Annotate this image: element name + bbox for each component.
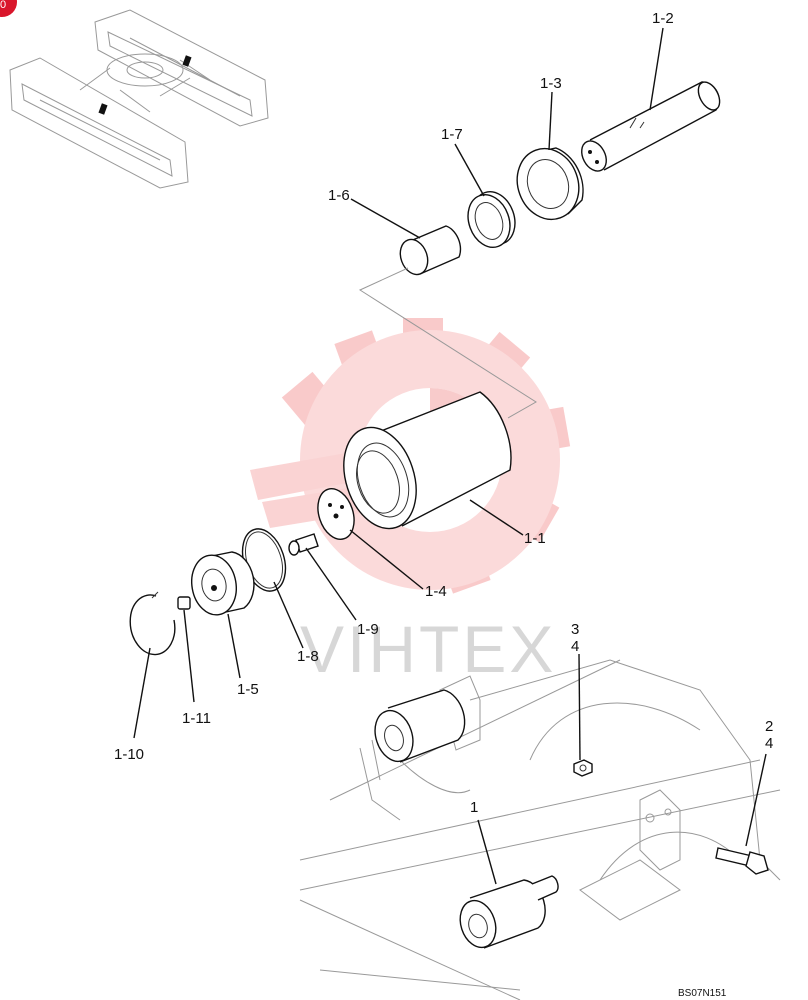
frame-assembly <box>299 659 781 1000</box>
label-2: 2 <box>765 718 773 735</box>
undercarriage-thumbnail <box>9 9 269 189</box>
label-1-9: 1-9 <box>357 621 379 638</box>
label-1-7: 1-7 <box>441 126 463 143</box>
part-1-10-snap-ring <box>129 591 176 656</box>
label-1-1: 1-1 <box>524 530 546 547</box>
part-1-5-cap <box>191 551 255 616</box>
label-4-nut: 4 <box>571 638 579 655</box>
leader-lines <box>133 27 767 885</box>
label-1-10: 1-10 <box>114 746 144 763</box>
label-1-4: 1-4 <box>425 583 447 600</box>
label-1-8: 1-8 <box>297 648 319 665</box>
label-1-6: 1-6 <box>328 187 350 204</box>
watermark-text: VIHTEX <box>300 612 556 686</box>
label-1-3: 1-3 <box>540 75 562 92</box>
label-3: 3 <box>571 621 579 638</box>
label-1: 1 <box>470 799 478 816</box>
part-1-9-bolt <box>288 533 319 556</box>
label-1-2: 1-2 <box>652 10 674 27</box>
part-1-4-plate <box>317 488 355 540</box>
page-badge: 0 <box>0 0 17 17</box>
part-1-2-shaft <box>581 81 721 172</box>
part-1-3-ring <box>516 147 584 221</box>
label-4-bolt: 4 <box>765 735 773 752</box>
part-1-1-roller <box>343 391 512 530</box>
installed-roller-lower <box>459 875 559 949</box>
svg-text:0: 0 <box>0 0 6 11</box>
label-1-11: 1-11 <box>182 710 211 727</box>
part-1-6-bushing <box>399 225 462 276</box>
part-1-7-seal <box>467 191 516 248</box>
drawing-code: BS07N151 <box>678 988 727 999</box>
part-2-bolt <box>715 847 769 875</box>
label-1-5: 1-5 <box>237 681 259 698</box>
part-3-nut <box>573 759 593 777</box>
installed-roller-upper <box>374 689 466 763</box>
part-1-11-pin <box>177 596 191 610</box>
